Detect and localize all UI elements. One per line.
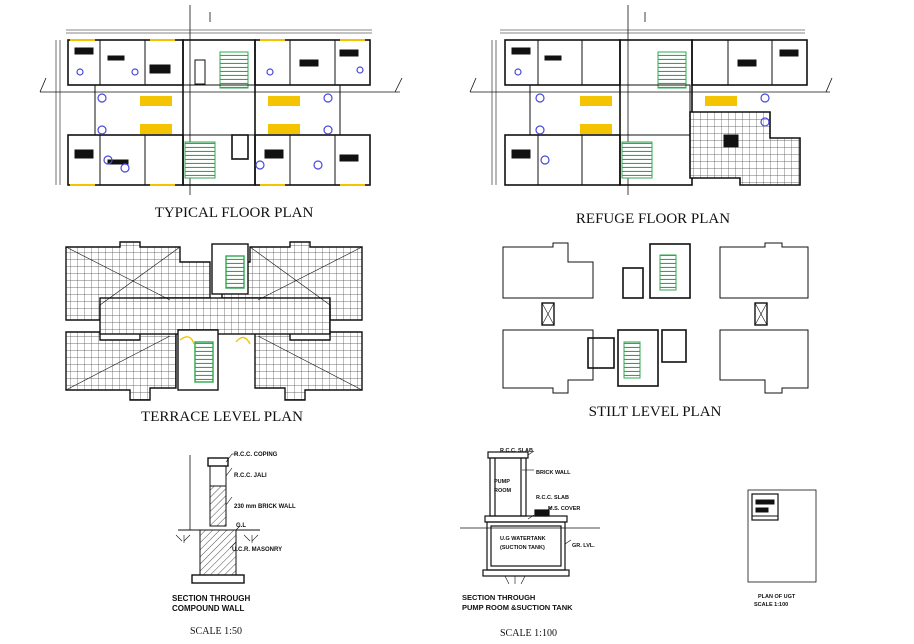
pump-room-section	[460, 450, 600, 585]
pump-label-slab-mid: R.C.C. SLAB	[536, 495, 569, 501]
terrace-level-plan-title: TERRACE LEVEL PLAN	[141, 409, 303, 425]
pump-label-cover: M.S. COVER	[548, 506, 580, 512]
pump-label-slab-top: R.C.C. SLAB	[500, 448, 533, 454]
wall-section-caption-1: SECTION THROUGH	[172, 594, 250, 603]
wall-label-jali: R.C.C. JALI	[234, 473, 267, 479]
refuge-floor-plan-title: REFUGE FLOOR PLAN	[576, 211, 730, 227]
pump-label-brick: BRICK WALL	[536, 470, 571, 476]
pump-section-caption-2: PUMP ROOM &SUCTION TANK	[462, 603, 573, 612]
stilt-level-plan	[502, 242, 809, 394]
wall-section-caption-2: COMPOUND WALL	[172, 604, 245, 613]
wall-label-masonry: U.C.R. MASONRY	[232, 547, 282, 553]
wall-label-brick: 230 mm BRICK WALL	[234, 504, 296, 510]
ugt-plan	[747, 489, 817, 583]
pump-label-tank-1: U.G WATERTANK	[500, 536, 546, 542]
pump-label-tank-2: (SUCTION TANK)	[500, 545, 545, 551]
pump-label-pump: PUMP	[494, 479, 510, 485]
typical-floor-plan-title: TYPICAL FLOOR PLAN	[155, 205, 314, 221]
ugt-caption-1: PLAN OF UGT	[758, 594, 796, 600]
stilt-level-plan-title: STILT LEVEL PLAN	[589, 404, 722, 420]
refuge-floor-plan	[469, 5, 833, 195]
wall-label-gl: G.L	[236, 523, 246, 529]
pump-label-room: ROOM	[494, 488, 512, 494]
pump-label-gr: GR. LVL.	[572, 543, 595, 549]
typical-floor-plan	[39, 5, 403, 195]
terrace-level-plan	[65, 241, 363, 401]
ugt-caption-2: SCALE 1:100	[754, 602, 788, 608]
pump-section-caption-1: SECTION THROUGH	[462, 593, 535, 602]
wall-label-coping: R.C.C. COPING	[234, 452, 278, 458]
pump-section-scale: SCALE 1:100	[500, 628, 557, 639]
wall-section-scale: SCALE 1:50	[190, 626, 242, 637]
compound-wall-section	[175, 453, 260, 584]
